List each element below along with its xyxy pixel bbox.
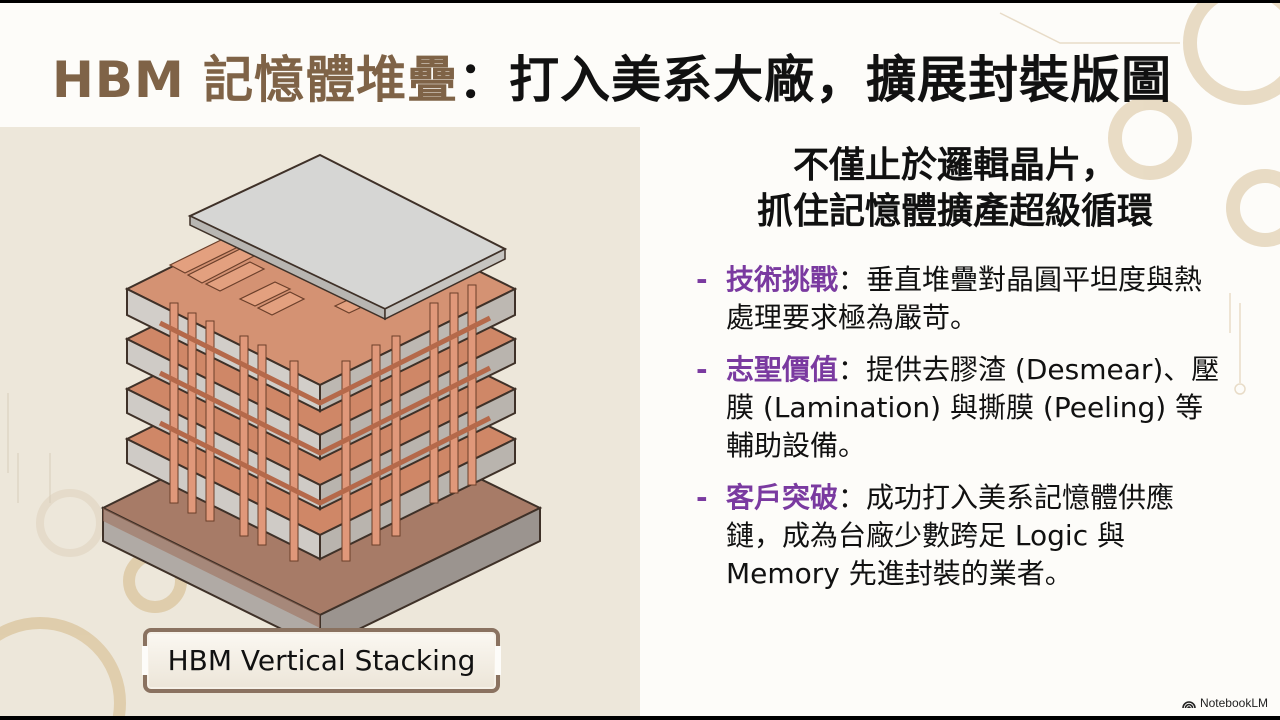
illustration-panel: HBM Vertical Stacking — [0, 127, 640, 716]
hbm-stack-illustration — [0, 153, 543, 716]
bullet-key: 志聖價值 — [726, 353, 839, 386]
brand-label: NotebookLM — [1199, 696, 1268, 710]
slide: HBM 記憶體堆疊：打入美系大廠，擴展封裝版圖 — [0, 3, 1280, 716]
bullet-key: 客戶突破 — [726, 481, 839, 514]
bullet-item: - 客戶突破：成功打入美系記憶體供應鏈，成為台廠少數跨足 Logic 與 Mem… — [690, 479, 1230, 593]
subheading-line-2: 抓住記憶體擴產超級循環 — [756, 191, 1153, 232]
gear-decoration — [999, 3, 1280, 395]
bullet-list: - 技術挑戰：垂直堆疊對晶圓平坦度與熱處理要求極為嚴苛。 - 志聖價值：提供去膠… — [690, 261, 1250, 593]
content-panel: 不僅止於邏輯晶片， 抓住記憶體擴產超級循環 - 技術挑戰：垂直堆疊對晶圓平坦度與… — [690, 143, 1250, 607]
bullet-item: - 技術挑戰：垂直堆疊對晶圓平坦度與熱處理要求極為嚴苛。 — [690, 261, 1230, 337]
title-part-2: ：打入美系大廠，擴展封裝版圖 — [458, 51, 1173, 109]
bullet-text: ：垂直堆疊對晶圓平坦度與熱處理要求極為嚴苛。 — [726, 263, 1203, 334]
notebooklm-icon — [1182, 701, 1196, 708]
title-part-1: HBM 記憶體堆疊 — [52, 51, 459, 109]
subheading-line-1: 不僅止於邏輯晶片， — [792, 145, 1117, 186]
bullet-text: ：提供去膠渣 (Desmear)、壓膜 (Lamination) 與撕膜 (Pe… — [726, 353, 1220, 462]
bullet-key: 技術挑戰 — [726, 263, 839, 296]
illustration-label: HBM Vertical Stacking — [142, 628, 501, 693]
bullet-text: ：成功打入美系記憶體供應鏈，成為台廠少數跨足 Logic 與 Memory 先進… — [726, 481, 1175, 590]
bullet-dash: - — [696, 481, 708, 514]
brand-watermark: NotebookLM — [1182, 696, 1268, 710]
subheading: 不僅止於邏輯晶片， 抓住記憶體擴產超級循環 — [695, 143, 1215, 235]
page-title: HBM 記憶體堆疊：打入美系大廠，擴展封裝版圖 — [52, 45, 1172, 115]
bullet-dash: - — [696, 353, 708, 386]
bullet-dash: - — [696, 263, 708, 296]
illustration-label-text: HBM Vertical Stacking — [167, 644, 476, 677]
bullet-item: - 志聖價值：提供去膠渣 (Desmear)、壓膜 (Lamination) 與… — [690, 351, 1230, 465]
